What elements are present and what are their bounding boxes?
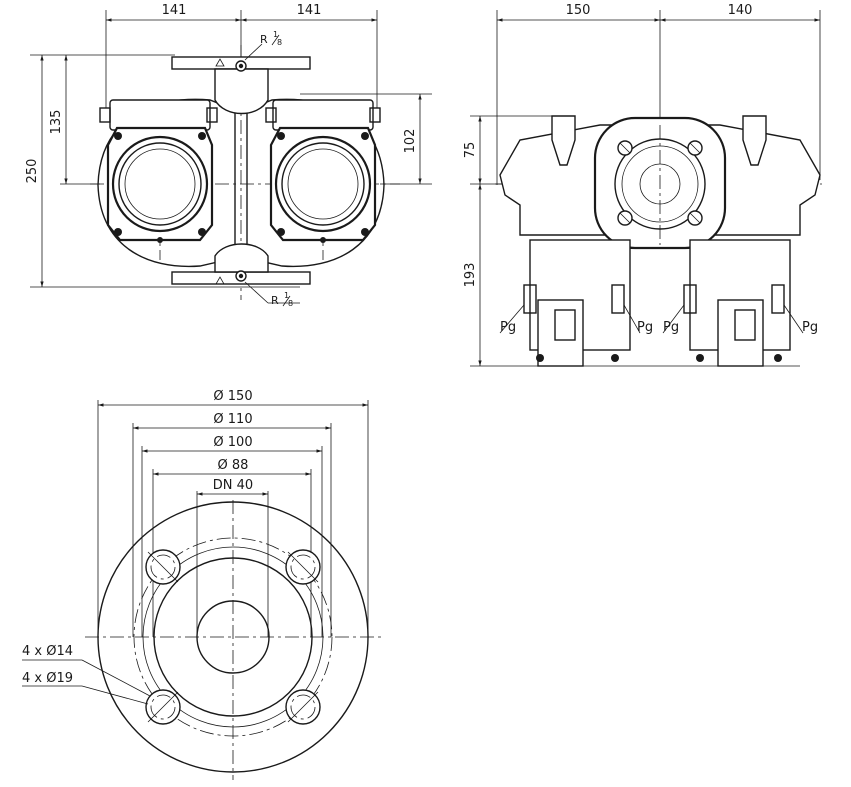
left-motor	[99, 99, 218, 243]
right-motor	[265, 99, 381, 243]
side-dim-150-label: 150	[566, 3, 591, 18]
flange-raised-face	[142, 546, 324, 728]
flange-extension-lines	[97, 400, 369, 637]
thread-label-top-r: R	[260, 33, 268, 46]
thread-label-bottom-den: 8	[288, 299, 293, 308]
right-vent	[742, 115, 767, 166]
flange-bolt-circle	[133, 537, 333, 737]
flange-dim-88-label: Ø 88	[218, 458, 249, 473]
thread-plug-bottom-dot	[238, 273, 244, 279]
flange-dim-88: Ø 88	[153, 458, 311, 476]
flange-dim-100: Ø 100	[142, 435, 322, 453]
hole-label-19: 4 x Ø19	[22, 671, 149, 705]
thread-label-top-den: 8	[277, 38, 282, 47]
pg-label-4: Pg	[783, 304, 818, 335]
top-dim-141-right-label: 141	[297, 3, 322, 18]
side-dim-75-label: 75	[463, 142, 478, 159]
thread-label-bottom: R 1 8	[244, 281, 300, 308]
flange-dim-110: Ø 110	[133, 412, 331, 430]
flange-bolt-holes	[145, 549, 321, 725]
hole-label-19-text: 4 x Ø19	[22, 671, 73, 686]
thread-plug-top-dot	[238, 63, 244, 69]
thread-label-top: R 1 8	[244, 30, 282, 61]
thread-label-bottom-r: R	[271, 294, 279, 307]
flange-dim-dn40: DN 40	[197, 478, 268, 496]
top-dim-250-label: 250	[25, 159, 40, 184]
thread-label-bottom-num: 1	[284, 291, 289, 300]
side-dim-193: 193	[463, 184, 482, 366]
flange-dim-110-label: Ø 110	[213, 412, 252, 427]
top-dim-102: 102	[403, 94, 422, 184]
lower-neck	[214, 243, 269, 273]
side-dim-140: 140	[660, 3, 820, 22]
pg-label-3: Pg	[662, 304, 685, 335]
pg-label-3-text: Pg	[663, 320, 679, 335]
flow-arrow-bottom-icon	[215, 276, 225, 285]
top-dim-141-left-label: 141	[162, 3, 187, 18]
pg-label-4-text: Pg	[802, 320, 818, 335]
left-vent	[551, 115, 576, 166]
top-dim-250: 250	[25, 55, 44, 287]
side-dim-150: 150	[497, 3, 660, 22]
flange-sealing-face	[153, 557, 313, 717]
flange-view: Ø 150 Ø 110 Ø 100 Ø 88 DN 40	[22, 389, 385, 780]
flange-dim-100-label: Ø 100	[213, 435, 252, 450]
thread-label-top-num: 1	[273, 30, 278, 39]
side-dim-193-label: 193	[463, 263, 478, 288]
top-view-extension-lines	[30, 10, 432, 288]
flange-bore	[196, 600, 270, 674]
side-dim-75: 75	[463, 116, 482, 184]
flange-dim-150: Ø 150	[98, 389, 368, 407]
pg-label-2-text: Pg	[637, 320, 653, 335]
pg-label-1-text: Pg	[500, 320, 516, 335]
pg-label-2: Pg	[623, 304, 653, 335]
top-dim-141-left: 141	[106, 3, 241, 22]
flange-dim-150-label: Ø 150	[213, 389, 252, 404]
flange-outer	[97, 501, 369, 773]
upper-neck	[214, 68, 269, 115]
top-view: 141 141 250 135 102	[25, 3, 432, 308]
hole-label-14-text: 4 x Ø14	[22, 644, 73, 659]
side-dim-140-label: 140	[728, 3, 753, 18]
top-dim-135-label: 135	[49, 110, 64, 135]
pg-label-1: Pg	[499, 304, 525, 335]
flange-dim-dn40-label: DN 40	[213, 478, 253, 493]
top-dim-135: 135	[49, 55, 68, 184]
hole-label-14: 4 x Ø14	[22, 644, 151, 697]
top-dim-141-right: 141	[241, 3, 377, 22]
side-view: 150 140 75 193	[463, 3, 822, 367]
side-flange	[593, 116, 727, 250]
top-dim-102-label: 102	[403, 129, 418, 154]
right-terminal-box	[683, 239, 791, 367]
left-terminal-box	[523, 239, 631, 367]
flow-arrow-top-icon	[215, 58, 225, 67]
